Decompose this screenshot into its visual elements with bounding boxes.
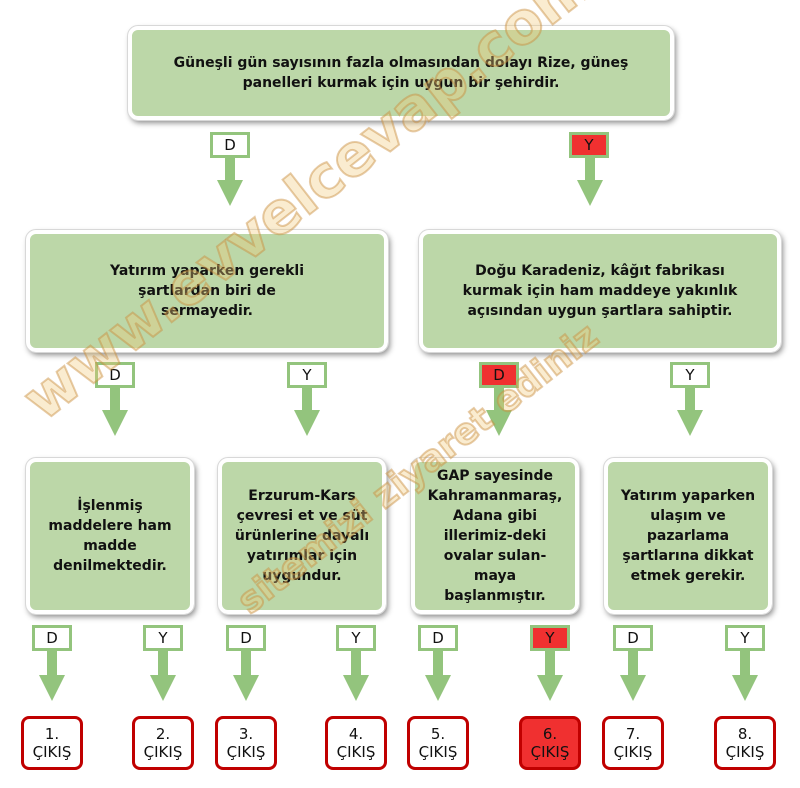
exit-4: 4.ÇIKIŞ — [325, 716, 387, 770]
root-statement: Güneşli gün sayısının fazla olmasından d… — [127, 25, 675, 121]
level3-statement-4: Yatırım yaparken ulaşım ve pazarlama şar… — [603, 457, 773, 615]
statement-text: GAP sayesinde Kahramanmaraş, Adana gibi … — [427, 468, 563, 604]
exit-number: 1. — [44, 725, 60, 743]
exit-number: 8. — [737, 725, 753, 743]
exit-label: ÇIKIŞ — [32, 743, 72, 761]
exit-number: 3. — [238, 725, 254, 743]
exit-label: ÇIKIŞ — [418, 743, 458, 761]
exit-number: 4. — [348, 725, 364, 743]
level3-statement-1: İşlenmiş maddelere ham madde denilmekted… — [25, 457, 195, 615]
root-yes-label: D — [210, 132, 250, 158]
exit-label: ÇIKIŞ — [613, 743, 653, 761]
root-no-label: Y — [569, 132, 609, 158]
exit-6-correct: 6.ÇIKIŞ — [519, 716, 581, 770]
level3-statement-3: GAP sayesinde Kahramanmaraş, Adana gibi … — [410, 457, 580, 615]
exit-number: 5. — [430, 725, 446, 743]
exit-label: ÇIKIŞ — [725, 743, 765, 761]
exit-1: 1.ÇIKIŞ — [21, 716, 83, 770]
exit-label: ÇIKIŞ — [336, 743, 376, 761]
no-label: Y — [336, 625, 376, 651]
level2-statement-2: Doğu Karadeniz, kâğıt fabrikası kurmak i… — [418, 229, 782, 353]
yes-label: D — [95, 362, 135, 388]
no-label: Y — [287, 362, 327, 388]
level2-statement-1: Yatırım yaparken gerekli şartlardan biri… — [25, 229, 389, 353]
level3-statement-2: Erzurum-Kars çevresi et ve süt ürünlerin… — [217, 457, 387, 615]
exit-number: 6. — [542, 725, 558, 743]
exit-number: 7. — [625, 725, 641, 743]
statement-text: İşlenmiş maddelere ham madde denilmekted… — [48, 498, 172, 574]
exit-label: ÇIKIŞ — [530, 743, 570, 761]
no-label: Y — [725, 625, 765, 651]
exit-number: 2. — [155, 725, 171, 743]
exit-3: 3.ÇIKIŞ — [215, 716, 277, 770]
yes-label: D — [418, 625, 458, 651]
statement-text: Erzurum-Kars çevresi et ve süt ürünlerin… — [234, 488, 370, 584]
exit-label: ÇIKIŞ — [143, 743, 183, 761]
no-label: Y — [670, 362, 710, 388]
no-label: Y — [530, 625, 570, 651]
yes-label: D — [226, 625, 266, 651]
yes-label: D — [32, 625, 72, 651]
statement-text: Yatırım yaparken ulaşım ve pazarlama şar… — [620, 488, 756, 584]
yes-label: D — [479, 362, 519, 388]
exit-8: 8.ÇIKIŞ — [714, 716, 776, 770]
statement-text: Yatırım yaparken gerekli şartlardan biri… — [110, 263, 304, 319]
exit-7: 7.ÇIKIŞ — [602, 716, 664, 770]
exit-label: ÇIKIŞ — [226, 743, 266, 761]
exit-2: 2.ÇIKIŞ — [132, 716, 194, 770]
statement-text: Doğu Karadeniz, kâğıt fabrikası kurmak i… — [462, 263, 738, 319]
yes-label: D — [613, 625, 653, 651]
no-label: Y — [143, 625, 183, 651]
root-text: Güneşli gün sayısının fazla olmasından d… — [173, 55, 629, 91]
exit-5: 5.ÇIKIŞ — [407, 716, 469, 770]
